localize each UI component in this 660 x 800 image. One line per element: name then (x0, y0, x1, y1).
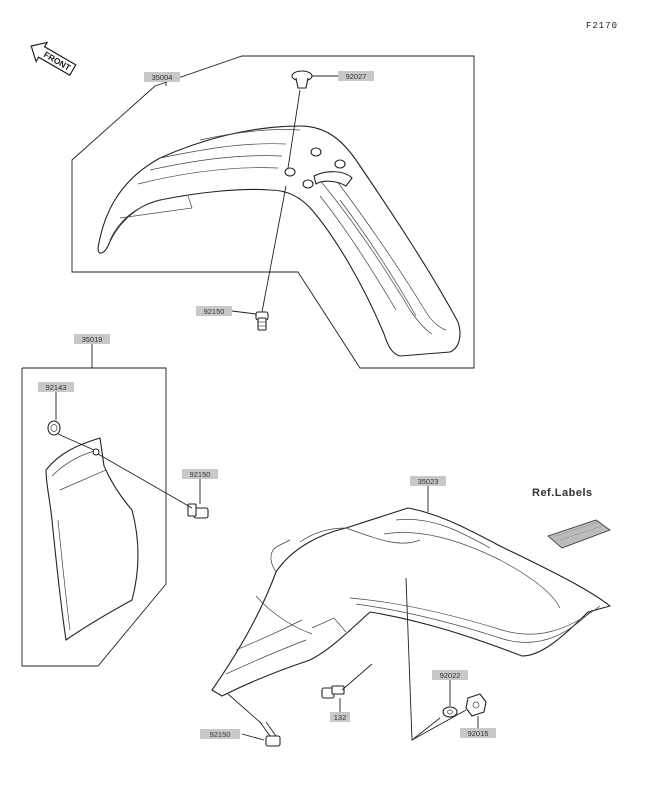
svg-text:35004: 35004 (152, 73, 173, 82)
label-92150-rear: 92150 (200, 729, 265, 741)
svg-text:92150: 92150 (210, 730, 231, 739)
label-92027: 92027 (312, 71, 374, 81)
svg-text:92015: 92015 (468, 729, 489, 738)
ref-labels-text: Ref.Labels (532, 487, 593, 499)
front-fender-group: 35004 92027 92150 (71, 55, 475, 369)
svg-text:92027: 92027 (346, 72, 367, 81)
svg-text:92150: 92150 (204, 307, 225, 316)
label-35004: 35004 (144, 72, 180, 86)
label-35023: 35023 (410, 476, 446, 512)
cap-92027 (291, 70, 313, 89)
rear-fender-group: Ref.Labels 35023 (200, 476, 611, 747)
svg-text:132: 132 (334, 713, 347, 722)
bolt-rear-mid-132 (321, 685, 345, 699)
side-cover-35019 (45, 437, 139, 641)
bolt-front-92150 (255, 311, 269, 331)
label-92150-front: 92150 (196, 306, 257, 316)
label-92022: 92022 (432, 670, 468, 706)
figure-number: F2170 (586, 21, 618, 31)
rear-fender-35023 (211, 507, 611, 697)
side-cover-group: 35019 92143 92150 (21, 334, 218, 667)
label-35019: 35019 (74, 334, 110, 344)
bolt-rear-left-92150 (259, 721, 281, 747)
nut-rear-92015 (465, 693, 487, 717)
svg-text:35019: 35019 (82, 335, 103, 344)
svg-text:92150: 92150 (190, 470, 211, 479)
label-92150-side: 92150 (182, 469, 218, 504)
front-fender-35004 (97, 125, 461, 357)
ref-label-sticker (547, 519, 611, 549)
bolt-side-92150 (187, 503, 209, 519)
label-92015: 92015 (460, 716, 496, 738)
front-arrow-icon: FRONT (30, 41, 77, 77)
label-132: 132 (330, 698, 350, 722)
washer-rear-92022 (442, 706, 458, 718)
svg-text:35023: 35023 (418, 477, 439, 486)
label-92143: 92143 (38, 382, 74, 420)
svg-text:92143: 92143 (46, 383, 67, 392)
svg-text:92022: 92022 (440, 671, 461, 680)
nut-side-92143 (47, 420, 61, 436)
